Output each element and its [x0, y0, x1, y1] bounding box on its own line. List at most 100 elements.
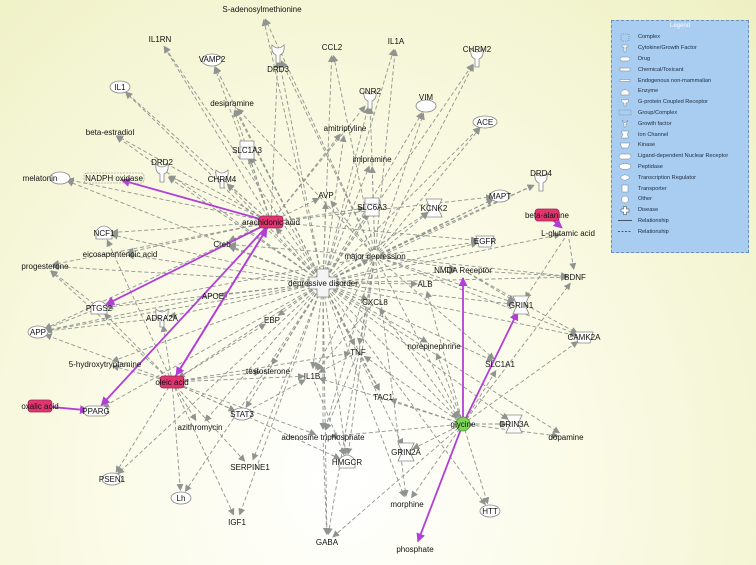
node-mapt[interactable]: MAPT: [489, 189, 511, 203]
node-label-htt: HTT: [482, 507, 498, 516]
node-slc1a3[interactable]: SLC1A3: [232, 140, 262, 160]
node-glycine[interactable]: glycine: [451, 416, 476, 432]
node-lh[interactable]: Lh: [170, 491, 192, 505]
node-hmgcr[interactable]: HMGCR: [332, 454, 362, 469]
node-il1b[interactable]: IL1B: [304, 372, 320, 381]
node-drd4[interactable]: DRD4: [530, 169, 552, 192]
node-ptgs2[interactable]: PTGS2: [86, 300, 113, 315]
node-il1rn[interactable]: IL1RN: [149, 35, 172, 44]
node-label-pparg: PPARG: [82, 407, 109, 416]
node-eicosa[interactable]: eicosapentenoic acid: [83, 250, 158, 259]
node-label-chrm4: CHRM4: [208, 175, 237, 184]
node-slc1a1[interactable]: SLC1A1: [485, 360, 515, 369]
node-adra2a[interactable]: ADRA2A: [146, 308, 179, 328]
node-chrm4[interactable]: CHRM4: [208, 169, 237, 189]
node-oleic[interactable]: oleic acid: [155, 375, 189, 389]
node-imipramine[interactable]: imipramine: [352, 155, 392, 164]
legend-item-enzyme: Enzyme: [612, 86, 748, 97]
node-cxcl8[interactable]: CXCL8: [362, 298, 388, 307]
node-apoe[interactable]: APOE: [202, 292, 224, 301]
node-morphine[interactable]: morphine: [390, 500, 424, 509]
node-bdnf[interactable]: BDNF: [564, 273, 586, 282]
node-avp[interactable]: AVP: [318, 191, 333, 200]
legend-item-label: Other: [638, 196, 652, 203]
node-camk2a[interactable]: CAMK2A: [568, 331, 602, 344]
node-label-desipramine: desipramine: [210, 99, 254, 108]
node-ccl2[interactable]: CCL2: [322, 43, 343, 52]
node-majordep[interactable]: major depression: [344, 252, 405, 261]
node-ebp[interactable]: EBP: [264, 316, 280, 325]
node-melatonin[interactable]: melatonin: [23, 171, 71, 185]
relationship-edge-depdis-il1b: [310, 288, 323, 370]
relationship-edge-depdis-serpine1: [251, 288, 322, 461]
node-label-progesterone: progesterone: [21, 262, 69, 271]
legend-item-other: Other: [612, 194, 748, 205]
node-tnf[interactable]: TNF: [350, 348, 366, 357]
node-dopamine[interactable]: dopamine: [548, 433, 584, 442]
node-vim[interactable]: VIM: [415, 93, 437, 113]
node-alb[interactable]: ALB: [417, 280, 432, 289]
node-chrm2[interactable]: CHRM2: [463, 45, 492, 68]
node-slc6a3[interactable]: SLC6A3: [357, 197, 387, 217]
node-htt[interactable]: HTT: [479, 504, 501, 518]
node-nmda[interactable]: NMDA Receptor: [434, 266, 492, 275]
relationship-edge-glycine-gaba: [332, 427, 459, 538]
node-desipramine[interactable]: desipramine: [210, 99, 254, 108]
node-tac1[interactable]: TAC1: [373, 393, 393, 402]
node-pparg[interactable]: PPARG: [82, 405, 110, 417]
node-gaba[interactable]: GABA: [316, 538, 339, 547]
node-atp[interactable]: adenosine triphosphate: [281, 433, 365, 442]
node-amitriptyline[interactable]: amitriptyline: [324, 124, 367, 133]
node-ncf1[interactable]: NCF1: [94, 225, 115, 240]
node-stat3[interactable]: STAT3: [230, 407, 254, 421]
node-progesterone[interactable]: progesterone: [21, 262, 69, 271]
node-vamp2[interactable]: VAMP2: [199, 53, 226, 67]
relationship-edge-majordep-slc1a1: [379, 259, 495, 360]
relationship-edge-majordep-avp: [330, 200, 372, 252]
node-psen1[interactable]: PSEN1: [99, 472, 126, 486]
node-betaalanine[interactable]: beta-alanine: [525, 208, 570, 222]
legend-item-label: Endogenous non-mammalian: [638, 77, 712, 84]
node-grin3a[interactable]: GRIN3A: [499, 414, 530, 434]
node-oxalic[interactable]: oxalic acid: [21, 399, 59, 413]
node-label-egfr: EGFR: [474, 237, 496, 246]
node-depdis[interactable]: depressive disorder: [288, 268, 358, 298]
node-serpine1[interactable]: SERPINE1: [230, 463, 270, 472]
node-kcnk2[interactable]: KCNK2: [421, 198, 448, 218]
node-creb[interactable]: Creb: [213, 240, 231, 249]
node-norepi[interactable]: norepinephrine: [407, 342, 461, 351]
legend-item-label: G-protein Coupled Receptor: [638, 99, 708, 106]
legend-item-label: Ion Channel: [638, 131, 669, 138]
node-estradiol[interactable]: beta-estradiol: [86, 128, 135, 137]
node-phosphate[interactable]: phosphate: [396, 545, 434, 554]
relationship-edge-majordep-chrm2: [377, 64, 474, 251]
node-glutamic[interactable]: L-glutamic acid: [541, 229, 595, 238]
relationship-edge-depdis-bdnf: [328, 273, 568, 284]
node-ht[interactable]: 5-hydroxytryptamine: [69, 360, 142, 369]
node-label-oxalic: oxalic acid: [21, 402, 58, 411]
node-azithro[interactable]: azithromycin: [178, 423, 223, 432]
node-arach[interactable]: arachidonic acid: [242, 215, 300, 229]
node-grin2a[interactable]: GRIN2A: [391, 442, 422, 462]
node-testosterone[interactable]: testosterone: [246, 367, 291, 376]
node-ace[interactable]: ACE: [472, 115, 498, 129]
node-cnr2[interactable]: CNR2: [359, 87, 381, 110]
node-il1[interactable]: IL1: [109, 80, 131, 94]
legend-item-label: Enzyme: [638, 88, 659, 95]
node-app[interactable]: APP: [27, 325, 49, 339]
node-egfr[interactable]: EGFR: [474, 235, 496, 248]
node-il1a[interactable]: IL1A: [388, 37, 405, 46]
node-sam[interactable]: S-adenosylmethionine: [222, 5, 302, 14]
node-grin1[interactable]: GRIN1: [509, 295, 534, 315]
node-label-cxcl8: CXCL8: [362, 298, 388, 307]
node-drd3[interactable]: DRD3: [267, 44, 289, 74]
relationship-edge-depdis-tnf: [325, 288, 355, 346]
relationship-edge-arach-chrm4: [227, 183, 267, 219]
node-label-alb: ALB: [417, 280, 432, 289]
node-label-grin2a: GRIN2A: [391, 448, 421, 457]
node-nadph[interactable]: NADPH oxidase: [83, 172, 145, 184]
node-label-vamp2: VAMP2: [199, 55, 226, 64]
endogenous-icon: [616, 76, 634, 85]
node-drd2[interactable]: DRD2: [151, 158, 173, 183]
node-igf1[interactable]: IGF1: [228, 518, 246, 527]
